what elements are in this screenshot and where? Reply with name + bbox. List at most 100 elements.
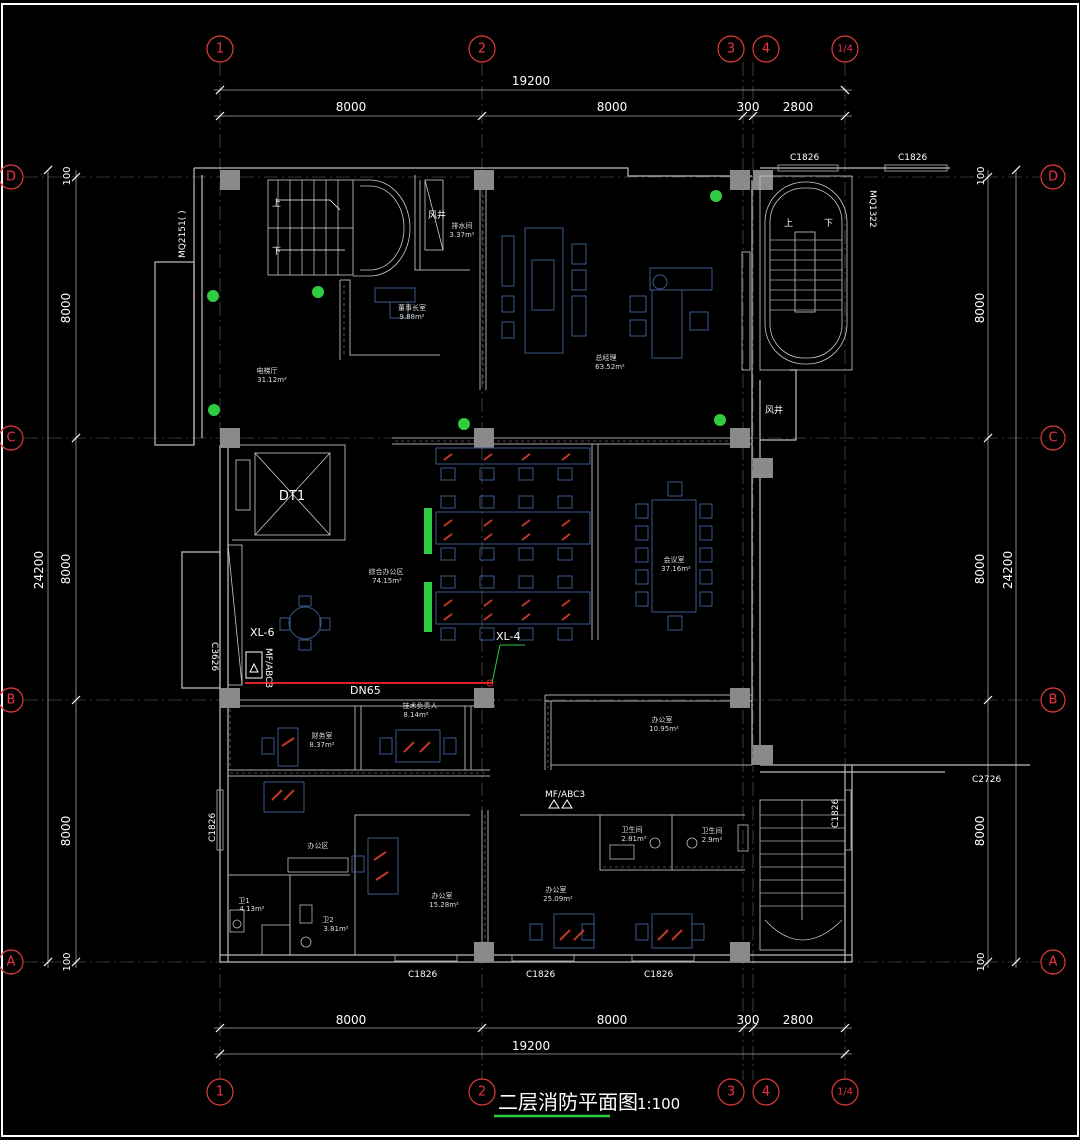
axis-row-d-right: D <box>1048 170 1058 185</box>
room-area-drain: 3.37m² <box>449 231 474 239</box>
dimension-ticks <box>43 85 1021 1059</box>
dim-bottom-seg-3: 300 <box>737 1013 760 1027</box>
axis-col-1-top: 1 <box>216 42 224 57</box>
drawing-scale: 1:100 <box>637 1095 680 1113</box>
dim-top-seg-1: 8000 <box>336 100 367 114</box>
axis-col-2-top: 2 <box>478 42 486 57</box>
dim-right-seg-3: 8000 <box>973 554 987 585</box>
window-label-6: C1826 <box>208 813 218 842</box>
room-name-office-c: 办公室 <box>546 885 567 894</box>
shaft-label-1: 风井 <box>428 209 446 221</box>
dim-top-seg-4: 2800 <box>783 100 814 114</box>
room-area-office-a: 10.95m² <box>649 725 679 733</box>
beam-label-left: XL-6 <box>250 626 274 639</box>
room-name-wc-2: 卫2 <box>322 916 333 924</box>
window-label-8: C2726 <box>972 775 1001 785</box>
extinguisher-label-1: MF/ABC3 <box>263 648 273 688</box>
dim-right-seg-4: 8000 <box>973 816 987 847</box>
axis-row-c-left: C <box>6 431 15 446</box>
axis-col-4-bottom: 4 <box>762 1085 770 1100</box>
vent-shafts <box>227 179 751 686</box>
room-area-office-c: 25.09m² <box>543 895 573 903</box>
dim-bottom-seg-2: 8000 <box>597 1013 628 1027</box>
room-name-wc-b: 卫生间 <box>702 826 723 835</box>
dim-left-seg-2: 8000 <box>59 293 73 324</box>
stair-bottom-right <box>759 799 846 951</box>
structural-columns <box>220 170 773 962</box>
room-name-chairman: 董事长室 <box>398 303 426 312</box>
axis-col-4-top: 4 <box>762 42 770 57</box>
room-area-wc-a: 2.81m² <box>621 835 646 843</box>
room-name-drain: 排水间 <box>452 221 473 230</box>
stair-down-label-2: 下 <box>824 219 833 229</box>
dim-left-total: 24200 <box>32 551 46 589</box>
window-label-5: C1826 <box>644 970 673 980</box>
room-name-elevator-hall: 电梯厅 <box>257 366 278 375</box>
axis-col-3-bottom: 3 <box>727 1085 735 1100</box>
window-label-9: C3626 <box>209 642 219 671</box>
dim-top-total: 19200 <box>512 74 550 88</box>
window-label-2: C1826 <box>898 153 927 163</box>
lower-office-furniture <box>261 727 705 949</box>
office-furniture <box>374 227 713 359</box>
axis-row-b-left: B <box>7 693 16 708</box>
window-label-11: MQ2151( ) <box>178 210 188 258</box>
room-area-office-b: 15.28m² <box>429 901 459 909</box>
room-area-wc-2: 3.81m² <box>323 925 348 933</box>
window-label-10: MQ1322 <box>867 190 877 228</box>
axis-bubbles <box>0 35 1066 1106</box>
room-name-wc-1: 卫1 <box>238 897 249 905</box>
axis-col-1-4-bottom: 1/4 <box>837 1087 853 1098</box>
plants <box>207 190 726 632</box>
room-name-finance: 财务室 <box>312 731 333 740</box>
dim-top-seg-2: 8000 <box>597 100 628 114</box>
bathroom-fixtures <box>229 824 749 956</box>
room-area-finance: 8.37m² <box>309 741 334 749</box>
stair-top-left <box>267 179 411 277</box>
extinguisher-label-2: MF/ABC3 <box>545 790 585 800</box>
axis-col-1-bottom: 1 <box>216 1085 224 1100</box>
room-area-tech: 8.14m² <box>403 711 428 719</box>
room-name-meeting: 会议室 <box>664 555 685 564</box>
room-name-tech: 技术负责人 <box>403 701 438 710</box>
axis-col-2-bottom: 2 <box>478 1085 486 1100</box>
axis-grid <box>24 62 1040 1080</box>
meeting-table <box>635 481 713 631</box>
room-name-office-area: 办公区 <box>308 841 329 850</box>
axis-row-a-right: A <box>1049 955 1058 970</box>
room-area-gm: 63.52m² <box>595 363 625 371</box>
room-name-open-office: 综合办公区 <box>369 567 404 576</box>
elevator-shaft <box>235 452 331 536</box>
dim-bottom-seg-1: 8000 <box>336 1013 367 1027</box>
room-name-wc-a: 卫生间 <box>622 825 643 834</box>
room-area-open-office: 74.15m² <box>372 577 402 585</box>
dim-left-seg-4: 8000 <box>59 816 73 847</box>
dim-bottom-total: 19200 <box>512 1039 550 1053</box>
fire-hydrant-pipe <box>245 644 525 687</box>
room-area-wc-b: 2.9m² <box>702 836 723 844</box>
dim-right-seg-2: 8000 <box>973 293 987 324</box>
axis-row-a-left: A <box>7 955 16 970</box>
room-name-office-a: 办公室 <box>652 715 673 724</box>
dim-right-seg-1: 100 <box>976 166 987 185</box>
round-table <box>279 595 331 651</box>
pipe-label: DN65 <box>350 684 381 697</box>
axis-col-3-top: 3 <box>727 42 735 57</box>
room-name-office-b: 办公室 <box>432 891 453 900</box>
beam-label-mid: XL-4 <box>496 630 520 643</box>
room-area-wc-1: 4.13m² <box>239 905 264 913</box>
window-label-7: C1826 <box>831 799 841 828</box>
room-area-meeting: 37.16m² <box>661 565 691 573</box>
masonry-hatching <box>229 195 750 950</box>
dim-right-seg-5: 100 <box>976 952 987 971</box>
window-label-4: C1826 <box>526 970 555 980</box>
fire-extinguisher-box <box>245 651 573 809</box>
room-area-elevator-hall: 31.12m² <box>257 376 287 384</box>
dim-bottom-seg-4: 2800 <box>783 1013 814 1027</box>
dimension-lines <box>47 89 1017 1055</box>
dim-left-seg-1: 100 <box>62 166 73 185</box>
window-label-3: C1826 <box>408 970 437 980</box>
room-name-gm: 总经理 <box>596 353 617 362</box>
axis-col-1-4-top: 1/4 <box>837 44 853 55</box>
